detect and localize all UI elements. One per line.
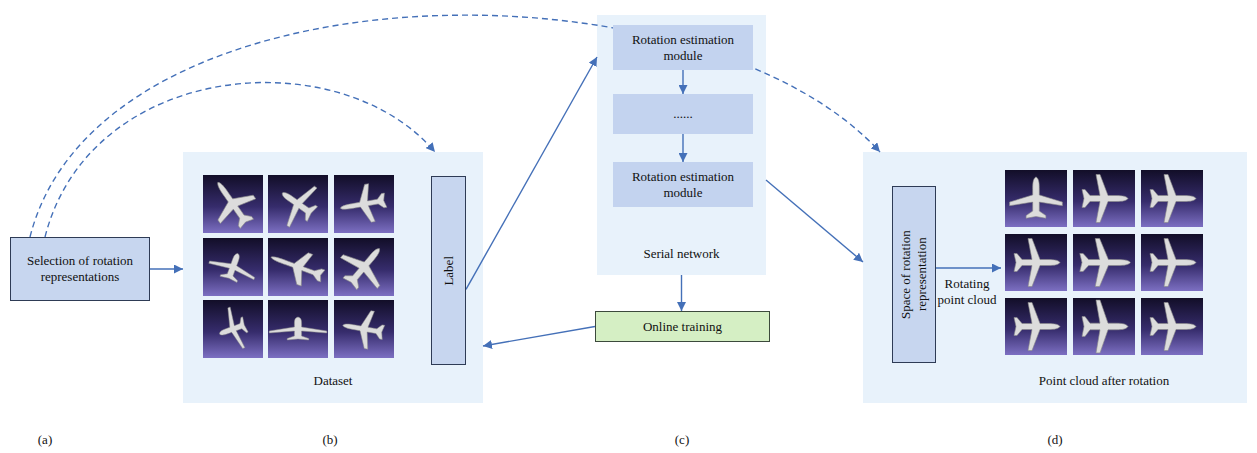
space-box: Space of rotation representation xyxy=(892,186,936,363)
panel-ground xyxy=(863,152,1247,403)
box-text: Space of rotation representation xyxy=(898,192,929,357)
airplane-render xyxy=(331,233,397,299)
airplane-render xyxy=(337,181,389,227)
render-tile xyxy=(334,175,394,233)
panel-caption: Serial network xyxy=(612,246,751,262)
render-tile xyxy=(1005,298,1067,355)
render-tile xyxy=(1141,298,1203,355)
airplane-render xyxy=(1150,303,1196,351)
airplane-render xyxy=(1150,175,1196,223)
dashed-arrow xyxy=(45,83,435,237)
panel-caption: Point cloud after rotation xyxy=(1023,373,1185,389)
module-box: Rotation estimation module xyxy=(613,25,753,70)
box-text: Rotation estimation module xyxy=(620,32,746,63)
label-box: Label xyxy=(431,176,466,365)
render-tile xyxy=(203,238,263,296)
airplane-render xyxy=(1080,239,1131,287)
render-tile xyxy=(1005,170,1067,227)
airplane-render xyxy=(265,241,328,291)
render-tile xyxy=(1005,234,1067,291)
flow-arrow xyxy=(150,268,183,269)
box-text: Label xyxy=(441,256,457,286)
box-text: Selection of rotation representations xyxy=(17,253,143,284)
ellipsis-box: ...... xyxy=(613,94,753,134)
airplane-render xyxy=(269,317,327,340)
render-tile xyxy=(203,300,263,358)
render-tile xyxy=(334,300,394,358)
flow-arrow xyxy=(483,327,595,347)
panel-ground xyxy=(183,152,483,403)
panel: Point cloud after rotation Space of rotat… xyxy=(863,152,1247,403)
panel-caption: Dataset xyxy=(273,373,393,389)
render-tile xyxy=(1141,234,1203,291)
airplane-render xyxy=(1014,239,1060,287)
airplane-render xyxy=(200,170,264,236)
flow-arrow xyxy=(681,275,682,311)
airplane-render xyxy=(206,245,261,287)
box-text: ...... xyxy=(673,106,693,122)
render-tile xyxy=(268,300,328,358)
render-tile xyxy=(1141,170,1203,227)
part-letter: (c) xyxy=(662,432,702,448)
training-box: Online training xyxy=(595,311,770,342)
flow-arrow xyxy=(682,70,683,94)
airplane-render xyxy=(1014,303,1060,351)
part-letter: (d) xyxy=(1035,432,1075,448)
panel: Serial network Rotation estimation module… xyxy=(597,15,766,275)
box-text: Online training xyxy=(643,319,722,335)
airplane-render xyxy=(1082,175,1128,223)
airplane-render xyxy=(269,173,327,233)
render-tile xyxy=(1073,298,1135,355)
airplane-render xyxy=(212,304,253,354)
module-box: Rotation estimation module xyxy=(613,162,753,207)
render-tile xyxy=(1073,234,1135,291)
arrow-label: Rotating point cloud xyxy=(930,276,1004,307)
panel-ground xyxy=(597,15,766,275)
part-letter: (b) xyxy=(310,432,350,448)
box-text: Rotation estimation module xyxy=(620,169,746,200)
process-box: Selection of rotation representations xyxy=(10,237,150,301)
airplane-render xyxy=(1150,239,1196,287)
airplane-render xyxy=(1082,300,1128,353)
airplane-render xyxy=(1010,177,1063,218)
rotate-arrow xyxy=(928,267,1001,268)
flow-arrow xyxy=(766,180,863,262)
panel: Dataset Label xyxy=(183,152,483,403)
render-tile xyxy=(1073,170,1135,227)
airplane-render xyxy=(339,306,386,351)
flow-arrow xyxy=(466,57,597,289)
part-letter: (a) xyxy=(25,432,65,448)
flow-arrow xyxy=(682,134,683,162)
